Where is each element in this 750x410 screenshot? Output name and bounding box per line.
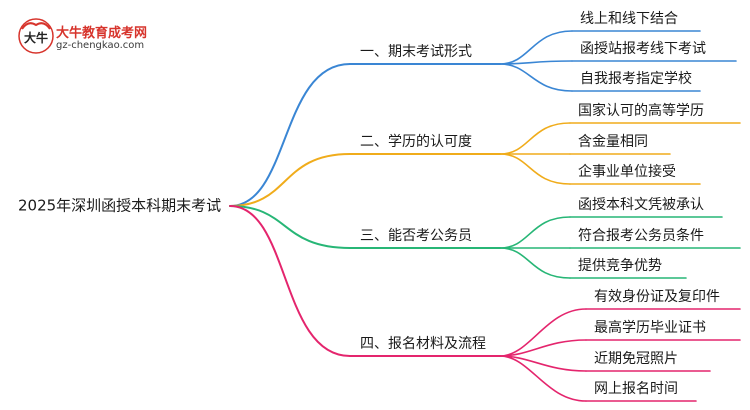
- logo-mark-text: 大牛: [24, 30, 48, 45]
- leaf-label: 提供竞争优势: [578, 257, 662, 274]
- branch-3: 三、能否考公务员 函授本科文凭被承认 符合报考公务员条件 提供竞争优势: [360, 197, 704, 274]
- leaf-label: 函授站报考线下考试: [580, 41, 706, 57]
- brand-logo[interactable]: 大牛 大牛教育成考网 gz-chengkao.com: [16, 16, 186, 56]
- leaf-label: 企事业单位接受: [578, 163, 676, 180]
- leaf-connector: [499, 247, 571, 279]
- branch-label: 四、报名材料及流程: [360, 336, 486, 352]
- logo-url: gz-chengkao.com: [56, 40, 145, 51]
- root-connector: [229, 153, 351, 207]
- leaf-label: 网上报名时间: [594, 381, 678, 397]
- leaf-connector: [499, 153, 571, 185]
- branch-label: 一、期末考试形式: [360, 44, 472, 60]
- root-connector: [229, 205, 351, 249]
- leaf-connector: [499, 355, 587, 372]
- leaf-connector: [499, 122, 571, 155]
- mindmap-edges: [229, 30, 741, 402]
- mindmap-root: 2025年深圳函授本科期末考试: [18, 197, 221, 215]
- leaf-label: 国家认可的高等学历: [578, 102, 704, 119]
- leaf-connector: [499, 308, 587, 357]
- leaf-connector: [499, 216, 571, 249]
- root-connector: [229, 205, 351, 357]
- leaf-label: 符合报考公务员条件: [578, 227, 704, 244]
- branch-4: 四、报名材料及流程 有效身份证及复印件 最高学历毕业证书 近期免冠照片 网上报名…: [360, 288, 720, 397]
- leaf-label: 自我报考指定学校: [580, 70, 692, 87]
- leaf-label: 最高学历毕业证书: [594, 319, 706, 336]
- leaf-label: 函授本科文凭被承认: [578, 197, 704, 213]
- leaf-label: 含金量相同: [578, 134, 648, 150]
- leaf-label: 近期免冠照片: [594, 351, 678, 367]
- leaf-connector: [499, 30, 573, 65]
- root-connector: [229, 63, 351, 207]
- branch-label: 三、能否考公务员: [360, 228, 472, 244]
- branch-2: 二、学历的认可度 国家认可的高等学历 含金量相同 企事业单位接受: [360, 102, 704, 180]
- leaf-connector: [499, 63, 573, 92]
- logo-title: 大牛教育成考网: [56, 26, 148, 41]
- ox-logo-icon: 大牛: [18, 18, 54, 54]
- leaf-connector: [499, 355, 587, 402]
- leaf-label: 有效身份证及复印件: [594, 288, 720, 305]
- leaf-connector: [499, 339, 587, 357]
- branch-label: 二、学历的认可度: [360, 134, 472, 150]
- branch-1: 一、期末考试形式 线上和线下结合 函授站报考线下考试 自我报考指定学校: [360, 11, 706, 87]
- leaf-label: 线上和线下结合: [580, 11, 678, 27]
